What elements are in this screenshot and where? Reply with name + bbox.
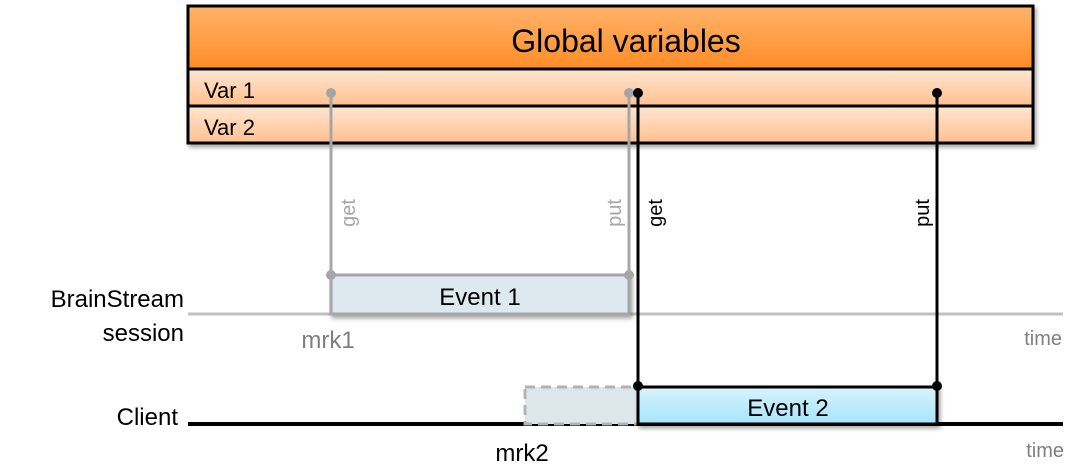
var2-label: Var 2	[204, 115, 255, 140]
event1-marker: mrk1	[301, 327, 354, 354]
event1-get-var-dot	[326, 88, 336, 98]
session-label-line1: BrainStream	[51, 286, 184, 313]
event2-marker: mrk2	[495, 440, 548, 467]
global-variables-title: Global variables	[511, 23, 740, 59]
event2-start-dot	[633, 381, 643, 391]
event2-get-label: get	[645, 199, 667, 227]
session-label-line2: session	[103, 320, 184, 347]
var1-row	[186, 67, 1035, 108]
event1-box	[329, 273, 631, 316]
global-variables-block	[186, 4, 1035, 145]
event1-get-label: get	[338, 199, 360, 227]
session-time-label: time	[1024, 328, 1062, 350]
client-time-label: time	[1026, 440, 1064, 462]
event1-label: Event 1	[439, 284, 520, 311]
event2-put-label: put	[912, 199, 934, 227]
event1-put-label: put	[604, 199, 626, 227]
event1-end-dot	[624, 270, 634, 280]
event2-get-var-dot	[633, 88, 643, 98]
global-variables-header	[186, 4, 1035, 71]
event2-label: Event 2	[747, 395, 828, 422]
var2-row	[186, 104, 1035, 145]
event1-start-dot	[326, 270, 336, 280]
client-label: Client	[117, 404, 179, 431]
event2-put-var-dot	[932, 88, 942, 98]
event2-end-dot	[932, 381, 942, 391]
event2-ghost-box	[523, 385, 640, 426]
event1-put-var-dot	[624, 88, 634, 98]
var1-label: Var 1	[204, 78, 255, 103]
